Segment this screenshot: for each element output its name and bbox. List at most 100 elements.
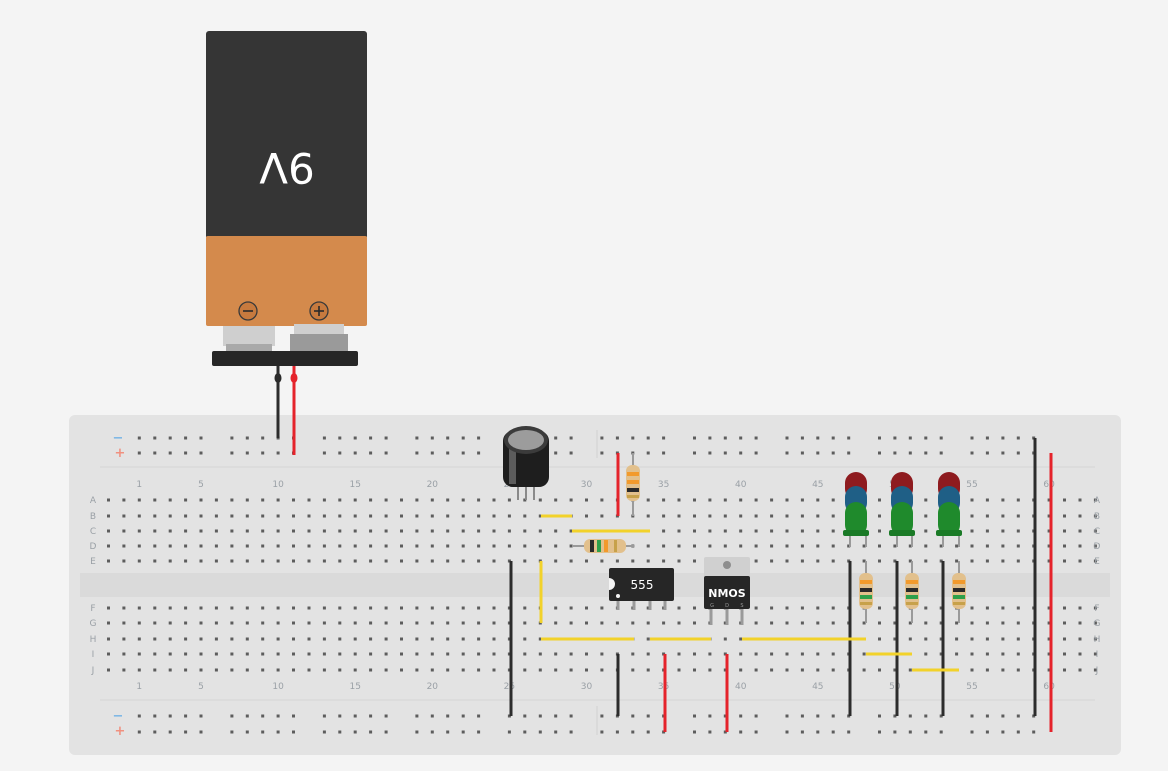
breadboard-hole[interactable] — [569, 544, 573, 548]
breadboard-hole[interactable] — [1078, 621, 1082, 625]
breadboard-hole[interactable] — [631, 621, 635, 625]
breadboard-hole[interactable] — [878, 436, 881, 440]
breadboard-hole[interactable] — [369, 529, 373, 533]
breadboard-hole[interactable] — [199, 668, 203, 672]
breadboard-hole[interactable] — [708, 652, 712, 656]
breadboard-hole[interactable] — [276, 544, 280, 548]
breadboard-hole[interactable] — [523, 637, 527, 641]
breadboard-hole[interactable] — [307, 544, 311, 548]
breadboard-hole[interactable] — [1047, 514, 1051, 518]
breadboard-hole[interactable] — [245, 606, 249, 610]
breadboard-hole[interactable] — [292, 544, 295, 548]
breadboard-hole[interactable] — [245, 668, 249, 672]
breadboard-hole[interactable] — [168, 559, 172, 563]
breadboard-hole[interactable] — [276, 451, 280, 455]
breadboard-hole[interactable] — [214, 514, 218, 518]
breadboard-hole[interactable] — [184, 606, 188, 610]
breadboard-hole[interactable] — [739, 451, 743, 455]
breadboard-hole[interactable] — [446, 514, 450, 518]
breadboard-hole[interactable] — [646, 652, 650, 656]
breadboard-hole[interactable] — [831, 451, 835, 455]
breadboard-hole[interactable] — [708, 498, 712, 502]
breadboard-hole[interactable] — [415, 730, 419, 734]
breadboard-hole[interactable] — [554, 668, 558, 672]
breadboard-hole[interactable] — [415, 714, 419, 718]
breadboard-hole[interactable] — [492, 621, 496, 625]
breadboard-hole[interactable] — [754, 606, 758, 610]
breadboard-hole[interactable] — [353, 668, 357, 672]
breadboard-hole[interactable] — [245, 652, 249, 656]
breadboard-hole[interactable] — [554, 652, 558, 656]
breadboard-hole[interactable] — [107, 544, 110, 548]
breadboard-hole[interactable] — [400, 559, 403, 563]
breadboard-hole[interactable] — [369, 451, 373, 455]
breadboard-hole[interactable] — [1001, 714, 1005, 718]
breadboard-hole[interactable] — [261, 652, 265, 656]
breadboard-hole[interactable] — [878, 514, 881, 518]
breadboard-hole[interactable] — [400, 652, 403, 656]
breadboard-hole[interactable] — [199, 529, 203, 533]
breadboard-hole[interactable] — [831, 668, 835, 672]
breadboard-hole[interactable] — [1016, 652, 1020, 656]
breadboard-hole[interactable] — [847, 436, 851, 440]
breadboard-hole[interactable] — [939, 730, 943, 734]
breadboard-hole[interactable] — [122, 668, 126, 672]
breadboard-hole[interactable] — [1016, 606, 1020, 610]
breadboard-hole[interactable] — [631, 559, 635, 563]
breadboard-hole[interactable] — [569, 714, 573, 718]
breadboard-hole[interactable] — [322, 498, 326, 502]
breadboard-hole[interactable] — [369, 436, 373, 440]
breadboard-hole[interactable] — [199, 652, 203, 656]
breadboard-hole[interactable] — [800, 621, 804, 625]
breadboard-hole[interactable] — [585, 514, 588, 518]
breadboard-hole[interactable] — [600, 514, 604, 518]
breadboard-hole[interactable] — [1016, 714, 1020, 718]
breadboard-hole[interactable] — [739, 436, 743, 440]
breadboard-hole[interactable] — [230, 544, 234, 548]
breadboard-hole[interactable] — [369, 730, 373, 734]
breadboard-hole[interactable] — [985, 637, 989, 641]
breadboard-hole[interactable] — [137, 451, 141, 455]
breadboard-hole[interactable] — [1078, 514, 1082, 518]
breadboard-hole[interactable] — [461, 514, 465, 518]
breadboard-hole[interactable] — [292, 606, 295, 610]
led-green[interactable] — [845, 502, 867, 536]
breadboard-hole[interactable] — [677, 544, 681, 548]
breadboard-hole[interactable] — [985, 606, 989, 610]
breadboard-hole[interactable] — [384, 714, 388, 718]
breadboard-hole[interactable] — [754, 529, 758, 533]
breadboard-hole[interactable] — [122, 498, 126, 502]
breadboard-hole[interactable] — [723, 730, 727, 734]
breadboard-hole[interactable] — [1078, 544, 1082, 548]
breadboard-hole[interactable] — [816, 451, 820, 455]
breadboard-hole[interactable] — [831, 559, 835, 563]
breadboard-hole[interactable] — [646, 668, 650, 672]
breadboard-hole[interactable] — [1001, 436, 1005, 440]
breadboard-hole[interactable] — [831, 606, 835, 610]
breadboard-hole[interactable] — [569, 559, 573, 563]
breadboard-hole[interactable] — [970, 559, 974, 563]
breadboard-hole[interactable] — [816, 514, 820, 518]
breadboard-hole[interactable] — [816, 652, 820, 656]
breadboard-hole[interactable] — [523, 514, 527, 518]
breadboard-hole[interactable] — [615, 621, 619, 625]
breadboard-hole[interactable] — [538, 652, 542, 656]
breadboard-hole[interactable] — [1016, 730, 1020, 734]
breadboard-hole[interactable] — [893, 559, 897, 563]
breadboard-hole[interactable] — [754, 714, 758, 718]
led-stack-3[interactable] — [936, 472, 962, 547]
breadboard-hole[interactable] — [137, 544, 141, 548]
breadboard-hole[interactable] — [338, 451, 342, 455]
breadboard-hole[interactable] — [646, 621, 650, 625]
breadboard-hole[interactable] — [878, 714, 881, 718]
breadboard-hole[interactable] — [893, 451, 897, 455]
breadboard-hole[interactable] — [939, 436, 943, 440]
breadboard-hole[interactable] — [723, 529, 727, 533]
breadboard-hole[interactable] — [199, 498, 203, 502]
breadboard-hole[interactable] — [693, 436, 696, 440]
breadboard-hole[interactable] — [477, 652, 481, 656]
breadboard-hole[interactable] — [400, 606, 403, 610]
breadboard-hole[interactable] — [970, 714, 974, 718]
breadboard-hole[interactable] — [754, 621, 758, 625]
breadboard-hole[interactable] — [107, 529, 110, 533]
